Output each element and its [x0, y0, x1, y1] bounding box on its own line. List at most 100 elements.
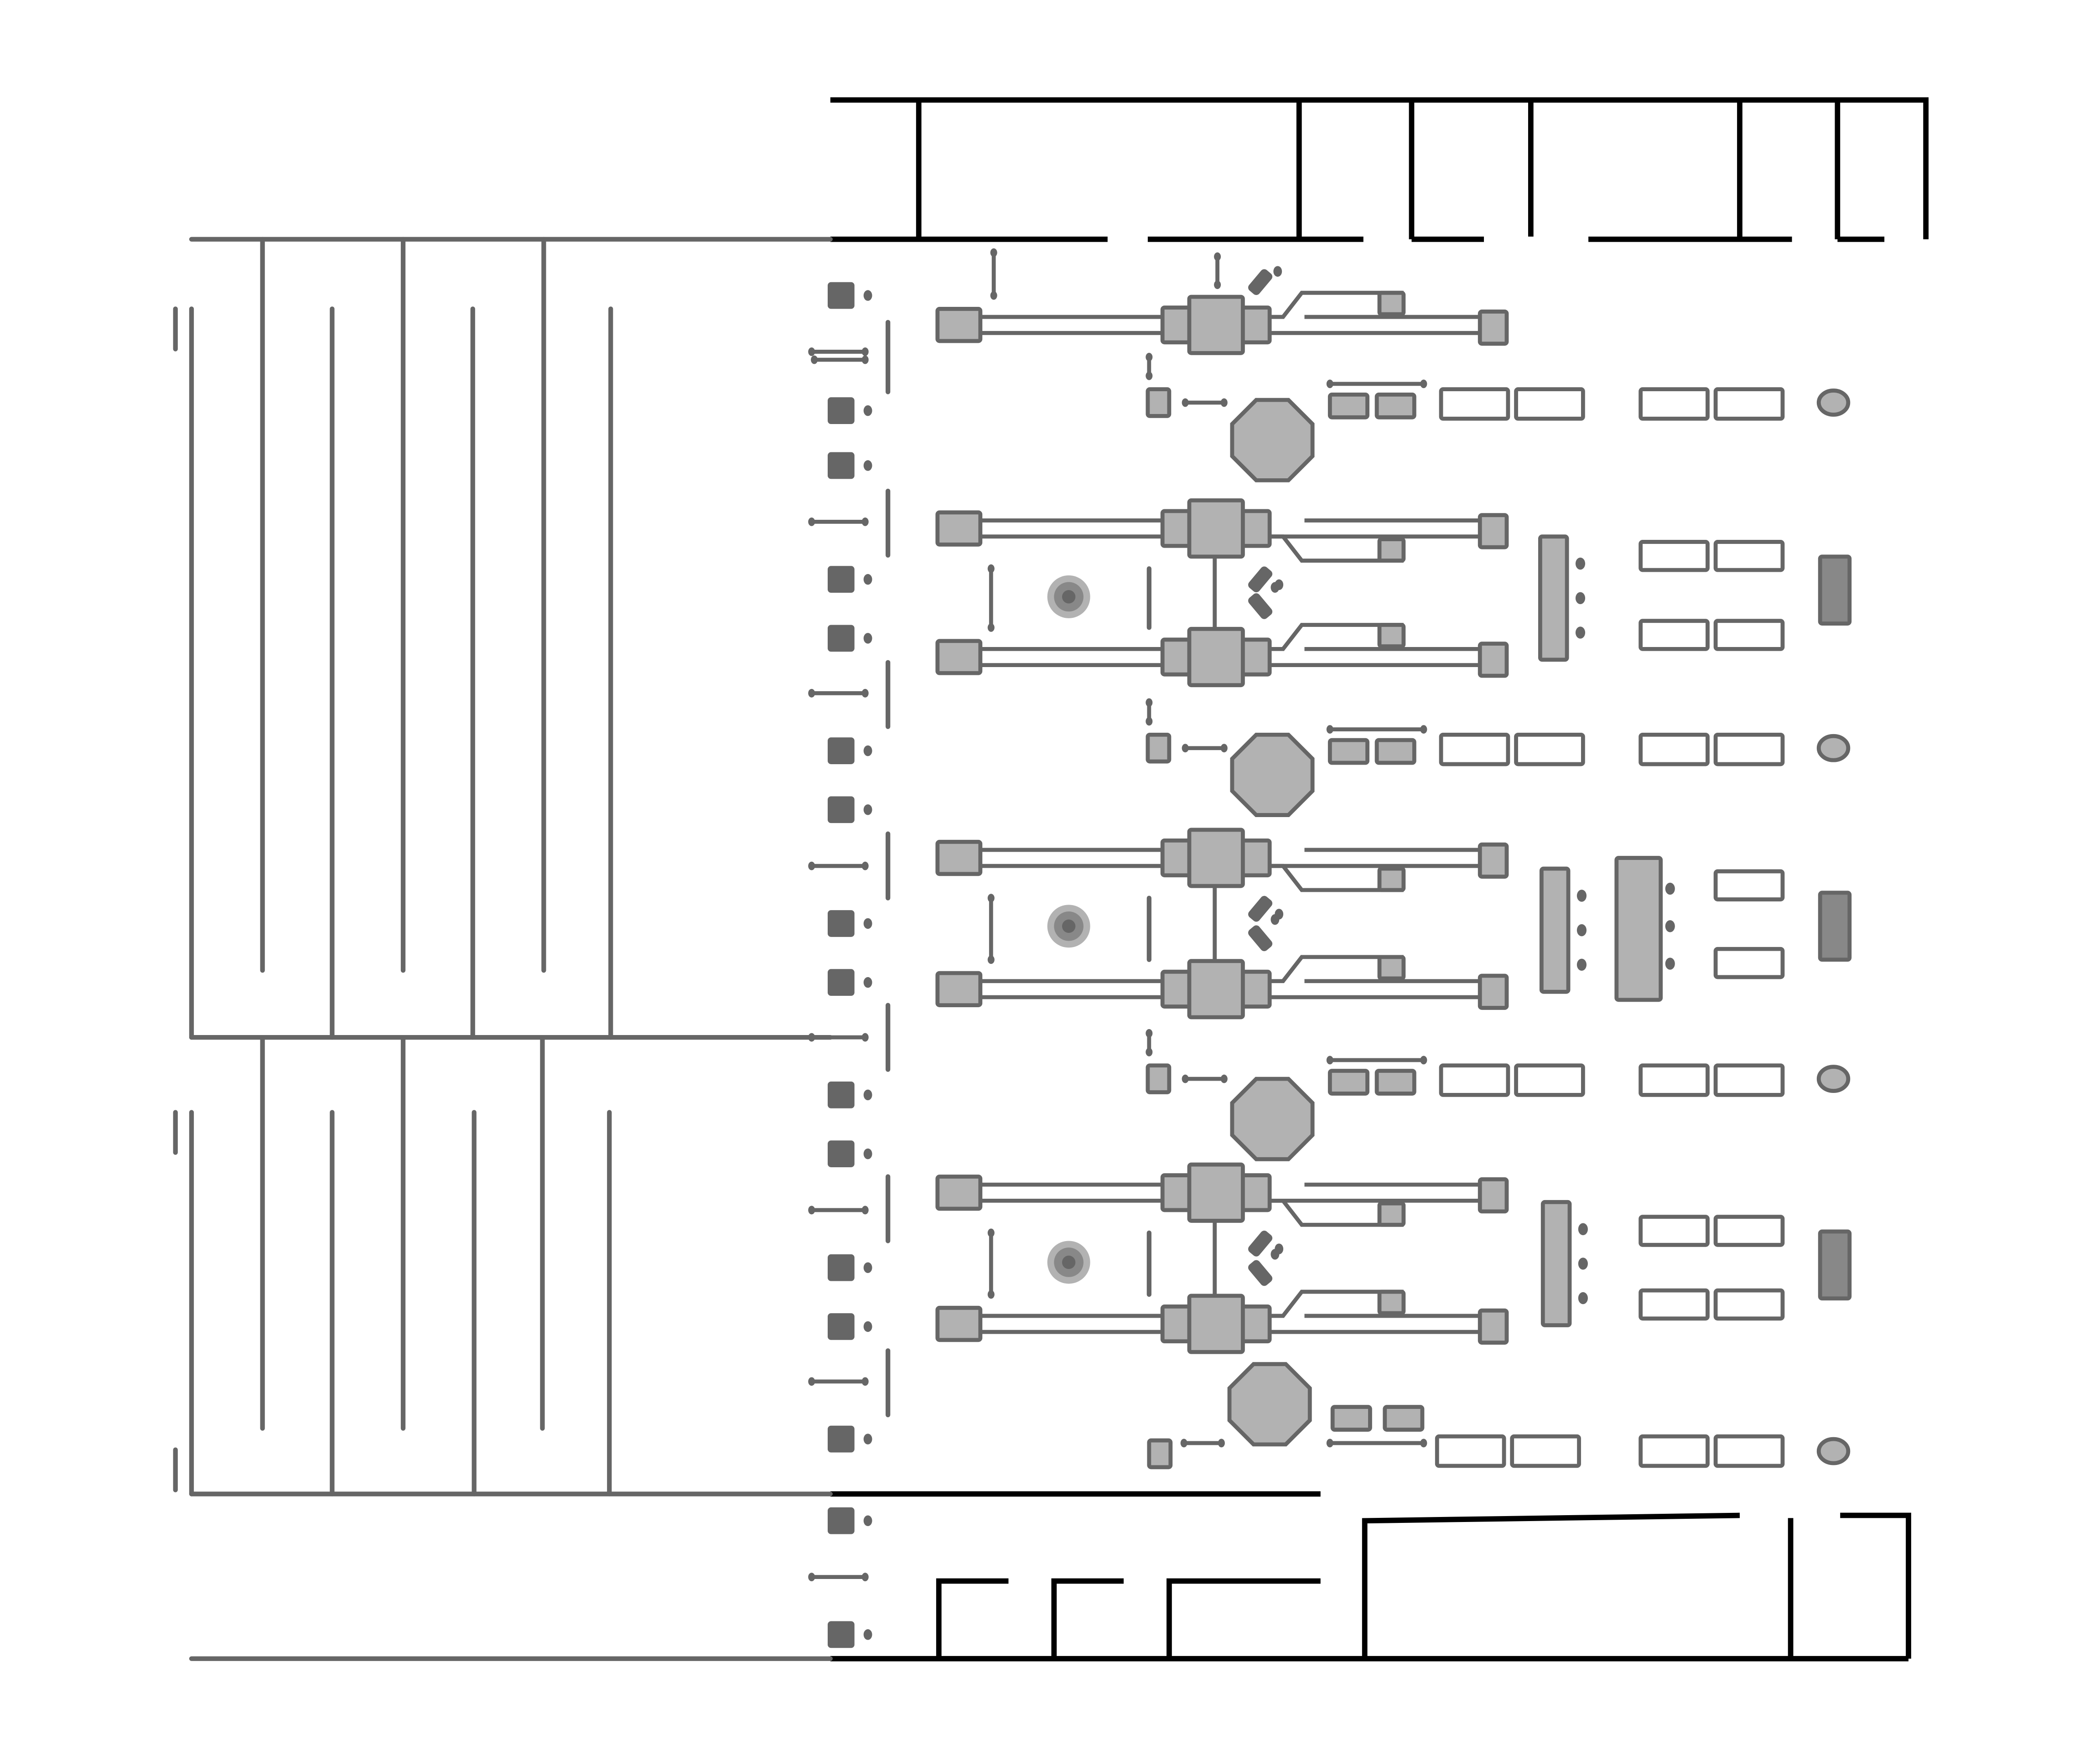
branch-line — [1270, 534, 1404, 563]
lower-row-4 — [1147, 1405, 1851, 1470]
square-marker — [827, 737, 855, 764]
outer-walls — [830, 97, 1929, 1662]
open-slot — [1439, 387, 1510, 421]
open-slot — [1639, 1063, 1710, 1097]
carriage-side — [1241, 969, 1272, 1009]
top-wall — [830, 97, 1929, 239]
side-dot — [863, 804, 872, 815]
pin-end — [808, 517, 815, 526]
rail-end-block — [935, 307, 983, 343]
small-pin — [1180, 1439, 1225, 1448]
angled-marker — [1248, 1231, 1273, 1257]
small-tile — [1327, 738, 1369, 765]
rail-end-block — [935, 1305, 983, 1342]
rail-end-block — [1478, 642, 1509, 678]
pin-end — [1146, 1047, 1153, 1056]
branch-bottom — [1270, 623, 1406, 651]
tall-panel — [1538, 534, 1569, 662]
rail-end-block — [1478, 973, 1509, 1010]
tall-panel — [1540, 1200, 1572, 1327]
side-panel — [1539, 866, 1587, 994]
small-tile — [1383, 1405, 1425, 1432]
small-block — [1146, 387, 1172, 418]
pin-end — [808, 1377, 815, 1386]
carriage-body — [1187, 959, 1245, 1020]
angled-bar — [1248, 1231, 1273, 1257]
open-slot — [1439, 732, 1510, 766]
carriage-side — [1241, 838, 1272, 878]
circle-marker-icon — [1816, 1437, 1851, 1465]
angled-bar — [1248, 925, 1273, 952]
pin-end — [1146, 717, 1153, 726]
panel-dot — [1576, 890, 1587, 902]
pin-end — [1420, 1439, 1427, 1448]
square-marker — [827, 566, 855, 593]
square-marker — [827, 796, 855, 823]
angled-bar — [1248, 1260, 1273, 1286]
small-tile — [1330, 1405, 1372, 1432]
pin-end — [990, 248, 997, 257]
pin-end — [987, 564, 995, 573]
carriage-side — [1241, 305, 1272, 345]
branch-line — [1270, 1198, 1404, 1227]
open-slot — [1713, 540, 1785, 572]
target-center — [1062, 1255, 1076, 1269]
rail-end-block — [1478, 309, 1509, 346]
octagon-icon — [1230, 398, 1315, 482]
left-pin — [808, 688, 869, 698]
pin-end — [1146, 698, 1153, 707]
vertical-pin — [987, 894, 995, 964]
lower-row-2 — [1146, 698, 1851, 817]
angled-bar — [1248, 566, 1273, 593]
side-dot — [863, 1434, 872, 1444]
panel-dot — [1665, 920, 1675, 932]
rail-end-block — [935, 1175, 983, 1211]
angled-marker — [1248, 896, 1273, 922]
left-pin — [808, 517, 869, 526]
rail-assembly — [935, 295, 1509, 355]
angled-bar — [1248, 896, 1273, 922]
open-slot — [1639, 732, 1710, 766]
pin-end — [1220, 744, 1228, 753]
pin-end — [1146, 352, 1153, 362]
small-tile — [1374, 392, 1416, 419]
rail-end-block — [1478, 1177, 1509, 1214]
open-slot — [1713, 387, 1785, 421]
open-slot — [1435, 1434, 1506, 1468]
pin-end — [808, 1033, 815, 1042]
pin-end — [1214, 252, 1221, 261]
pin-end — [1220, 1074, 1228, 1083]
open-slot — [1639, 619, 1710, 651]
pin-end — [1420, 379, 1427, 388]
branch-bottom — [1270, 955, 1406, 984]
pin-end — [808, 1206, 815, 1215]
side-dot — [863, 633, 872, 644]
square-marker — [827, 1081, 855, 1108]
small-tile — [1374, 738, 1416, 765]
carriage-side — [1160, 1173, 1192, 1212]
side-dot — [863, 745, 872, 756]
side-dot — [863, 290, 872, 301]
rail-end-block — [1478, 1308, 1509, 1345]
side-panel — [1540, 1200, 1588, 1327]
rail-assembly-bottom — [935, 1294, 1509, 1354]
branch-line — [1270, 1289, 1404, 1318]
branch-block — [1377, 866, 1406, 892]
bottom-right-room-wall — [1840, 1512, 1911, 1659]
branch — [1270, 290, 1406, 319]
left-pin — [808, 1206, 869, 1215]
left-pin — [808, 1033, 869, 1042]
pin-end — [861, 1377, 869, 1386]
open-slot — [1713, 619, 1785, 651]
pin-end — [1218, 1439, 1225, 1448]
side-dot — [863, 1089, 872, 1101]
side-dot — [863, 1629, 872, 1640]
branch-line — [1270, 955, 1404, 984]
bottom-room-wall — [1167, 1578, 1321, 1659]
side-dot — [863, 1321, 872, 1332]
pin-end — [1182, 1074, 1189, 1083]
panel-dot — [1575, 557, 1586, 570]
pin-end — [987, 1228, 995, 1237]
rail-assembly-bottom — [935, 626, 1509, 688]
